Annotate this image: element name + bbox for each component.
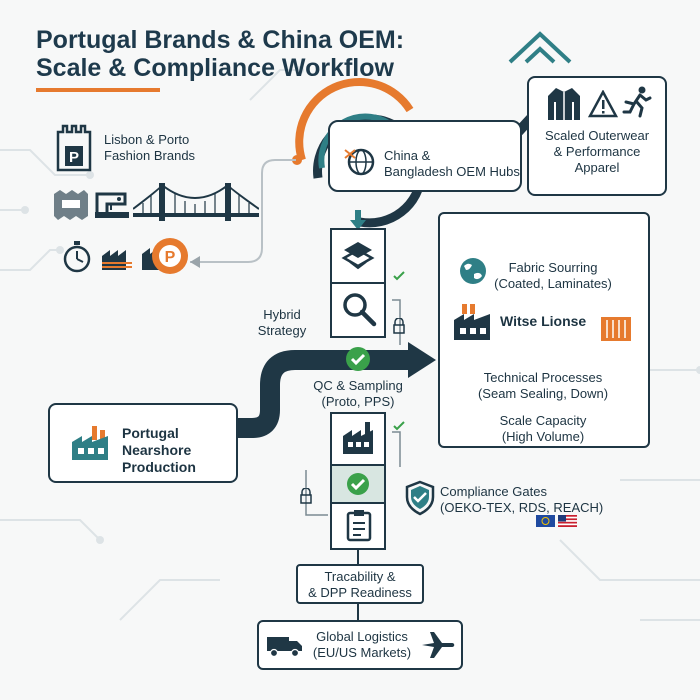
trace-line-2: & DPP Readiness bbox=[308, 585, 412, 600]
traceability-box bbox=[296, 564, 424, 604]
brand-p-badge-icon: P bbox=[152, 238, 188, 274]
oem-hub-label: China & Bangladesh OEM Hubs bbox=[384, 148, 520, 180]
title-line-2: Scale & Compliance Workflow bbox=[36, 54, 394, 82]
lower-lock-icon bbox=[300, 488, 312, 504]
stopwatch-icon bbox=[63, 241, 91, 273]
traceability-label: Tracability & & DPP Readiness bbox=[296, 569, 424, 601]
apparel-line-1: Scaled Outerwear bbox=[544, 128, 650, 143]
castle-icon: P bbox=[56, 124, 92, 172]
brands-line-2: Fashion Brands bbox=[104, 148, 196, 163]
apparel-line-2: & Performance bbox=[553, 144, 641, 159]
apparel-line-3: Apparel bbox=[574, 160, 620, 175]
fabric-sourcing-label: Fabric Sourring (Coated, Laminates) bbox=[494, 260, 612, 292]
cube-icon bbox=[341, 242, 375, 270]
magnifier-icon bbox=[343, 293, 377, 327]
tech-line-2: (Seam Sealing, Down) bbox=[477, 386, 609, 401]
scale-capacity-label: Scale Capacity (High Volume) bbox=[454, 413, 632, 445]
qc-line-1: QC & Sampling bbox=[313, 378, 403, 393]
cube-cell bbox=[330, 228, 386, 284]
warning-icon bbox=[588, 90, 618, 118]
fabric-swatch-icon bbox=[54, 190, 88, 220]
compliance-label: Compliance Gates (OEKO-TEX, RDS, REACH) bbox=[440, 484, 603, 516]
small-check-icon bbox=[393, 271, 405, 281]
airplane-icon bbox=[422, 632, 455, 658]
svg-text:P: P bbox=[69, 149, 79, 166]
compliance-line-2: (OEKO-TEX, RDS, REACH) bbox=[440, 500, 604, 515]
fabric-line-1: Fabric Sourring bbox=[508, 260, 598, 275]
brands-line-1: Lisbon & Porto bbox=[104, 132, 190, 147]
logistics-line-2: (EU/US Markets) bbox=[312, 645, 412, 660]
global-logistics-label: Global Logistics (EU/US Markets) bbox=[306, 629, 418, 661]
technical-processes-label: Technical Processes (Seam Sealing, Down) bbox=[454, 370, 632, 402]
nearshore-label: Portugal Nearshore Production bbox=[122, 425, 196, 476]
runner-icon bbox=[622, 86, 652, 118]
shield-check-icon bbox=[405, 480, 435, 516]
stack-check-icon bbox=[347, 473, 369, 495]
sewing-machine-icon bbox=[95, 192, 129, 218]
scale-line-2: (High Volume) bbox=[501, 429, 585, 444]
title-line-1: Portugal Brands & China OEM: bbox=[36, 26, 405, 54]
container-icon bbox=[601, 317, 631, 341]
tech-line-1: Technical Processes bbox=[483, 370, 603, 385]
hybrid-strategy-label: Hybrid Strategy bbox=[250, 307, 314, 339]
qc-line-2: (Proto, PPS) bbox=[321, 394, 395, 409]
bridge-icon bbox=[133, 182, 259, 221]
nearshore-line-2: Nearshore bbox=[122, 442, 192, 458]
globe-fabric-icon bbox=[460, 258, 486, 284]
truck-icon bbox=[267, 637, 302, 658]
svg-text:P: P bbox=[165, 249, 176, 266]
oem-hub-line-1: China & bbox=[384, 148, 431, 163]
title-underline bbox=[36, 88, 160, 92]
page-title: Portugal Brands & China OEM: Scale & Com… bbox=[36, 26, 404, 82]
qc-sampling-label: QC & Sampling (Proto, PPS) bbox=[298, 378, 418, 410]
apparel-label: Scaled Outerwear & Performance Apparel bbox=[527, 128, 667, 176]
oem-hub-box bbox=[328, 120, 522, 192]
magnifier-cell bbox=[330, 282, 386, 338]
check-icon bbox=[346, 347, 370, 371]
globe-icon bbox=[344, 148, 375, 176]
lower-small-check-icon bbox=[393, 421, 405, 431]
license-factory-icon bbox=[454, 304, 490, 340]
logistics-line-1: Global Logistics bbox=[316, 629, 408, 644]
loom-icon bbox=[102, 250, 132, 270]
trace-line-1: Tracability & bbox=[324, 569, 396, 584]
oem-hub-line-2: Bangladesh OEM Hubs bbox=[384, 164, 520, 179]
stack-factory-icon bbox=[343, 422, 373, 454]
fabric-line-2: (Coated, Laminates) bbox=[494, 276, 612, 291]
brands-label: Lisbon & Porto Fashion Brands bbox=[104, 132, 195, 164]
jacket-icon bbox=[548, 88, 580, 120]
nearshore-line-1: Portugal bbox=[122, 425, 179, 441]
clipboard-icon bbox=[346, 510, 372, 542]
hybrid-line-1: Hybrid bbox=[263, 307, 301, 322]
flags-icon bbox=[536, 515, 577, 527]
lock-icon bbox=[393, 318, 405, 334]
license-label: Witse Lionse bbox=[500, 313, 587, 329]
scale-line-1: Scale Capacity bbox=[499, 413, 587, 428]
nearshore-factory-icon bbox=[72, 426, 108, 460]
nearshore-line-3: Production bbox=[122, 459, 196, 475]
compliance-line-1: Compliance Gates bbox=[440, 484, 547, 499]
hybrid-line-2: Strategy bbox=[257, 323, 307, 338]
